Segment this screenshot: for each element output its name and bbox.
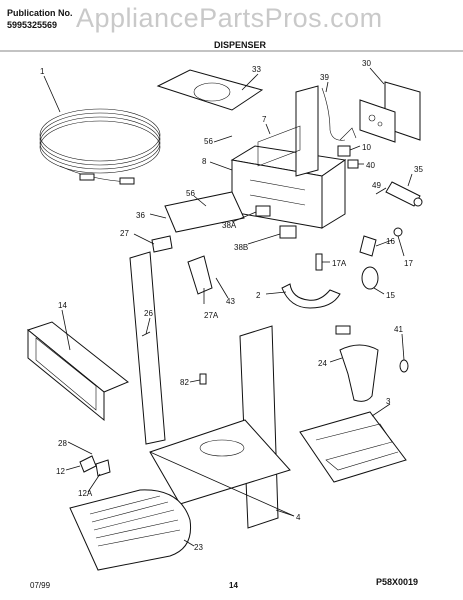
callout-16: 16 [386,237,395,246]
callout-labels: 1 33 30 39 56 7 8 10 40 35 49 56 36 38A … [40,59,423,552]
part-12[interactable] [79,455,97,473]
callout-24: 24 [318,359,327,368]
part-switch-38b[interactable] [279,225,297,239]
callout-27a: 27A [204,311,219,320]
callout-10: 10 [362,143,371,152]
part-17a[interactable] [315,253,323,271]
callout-27: 27 [120,229,129,238]
callout-41: 41 [394,325,403,334]
part-dispenser-housing[interactable] [230,85,347,229]
part-2[interactable] [281,283,341,309]
part-27[interactable] [151,235,173,253]
footer-page-number: 14 [229,581,238,590]
callout-23: 23 [194,543,203,552]
part-82[interactable] [199,373,207,385]
leader-lines [43,67,413,547]
callout-2: 2 [256,291,261,300]
part-switch-38a[interactable] [255,205,271,217]
callout-35: 35 [414,165,423,174]
callout-38a: 38A [222,221,237,230]
callout-28: 28 [58,439,67,448]
callout-17: 17 [404,259,413,268]
callout-15: 15 [386,291,395,300]
callout-12a: 12A [78,489,93,498]
callout-56a: 56 [204,137,213,146]
publication-number: 5995325569 [7,20,58,30]
callout-43: 43 [226,297,235,306]
part-15[interactable] [361,266,379,290]
part-24[interactable] [335,325,379,402]
callout-82: 82 [180,378,189,387]
callout-17a: 17A [332,259,347,268]
part-left-side-wall[interactable] [129,251,166,445]
part-solenoid[interactable] [385,181,423,207]
part-chute-door[interactable] [359,81,421,143]
part-cover-plate[interactable] [156,69,264,111]
callout-14: 14 [58,301,67,310]
callout-7: 7 [262,115,267,124]
section-title: DISPENSER [214,40,267,50]
footer-date: 07/99 [30,581,51,590]
callout-30: 30 [362,59,371,68]
callout-49: 49 [372,181,381,190]
part-front-panel[interactable] [164,191,245,233]
part-40[interactable] [347,159,359,169]
callout-38b: 38B [234,243,248,252]
part-16[interactable] [359,235,377,257]
callout-8: 8 [202,157,207,166]
part-14[interactable] [26,321,129,422]
part-12a[interactable] [95,459,111,477]
callout-12: 12 [56,467,65,476]
publication-label: Publication No. [7,8,73,18]
part-27a[interactable] [187,255,213,295]
part-23[interactable] [69,489,192,571]
callout-40: 40 [366,161,375,170]
callout-33: 33 [252,65,261,74]
watermark-text: AppliancePartsPros.com [76,3,383,33]
part-base-tray[interactable] [149,419,291,505]
callout-36: 36 [136,211,145,220]
callout-4: 4 [296,513,301,522]
callout-56b: 56 [186,189,195,198]
part-3[interactable] [299,411,407,483]
callout-39: 39 [320,73,329,82]
part-41[interactable] [399,359,409,373]
callout-1: 1 [40,67,45,76]
part-tubing-coil[interactable] [39,108,161,185]
part-10[interactable] [337,145,351,157]
part-wire-harness[interactable] [321,87,346,141]
part-17[interactable] [393,227,403,237]
callout-26: 26 [144,309,153,318]
footer-diagram-code: P58X0019 [376,577,419,587]
callout-3: 3 [386,397,391,406]
